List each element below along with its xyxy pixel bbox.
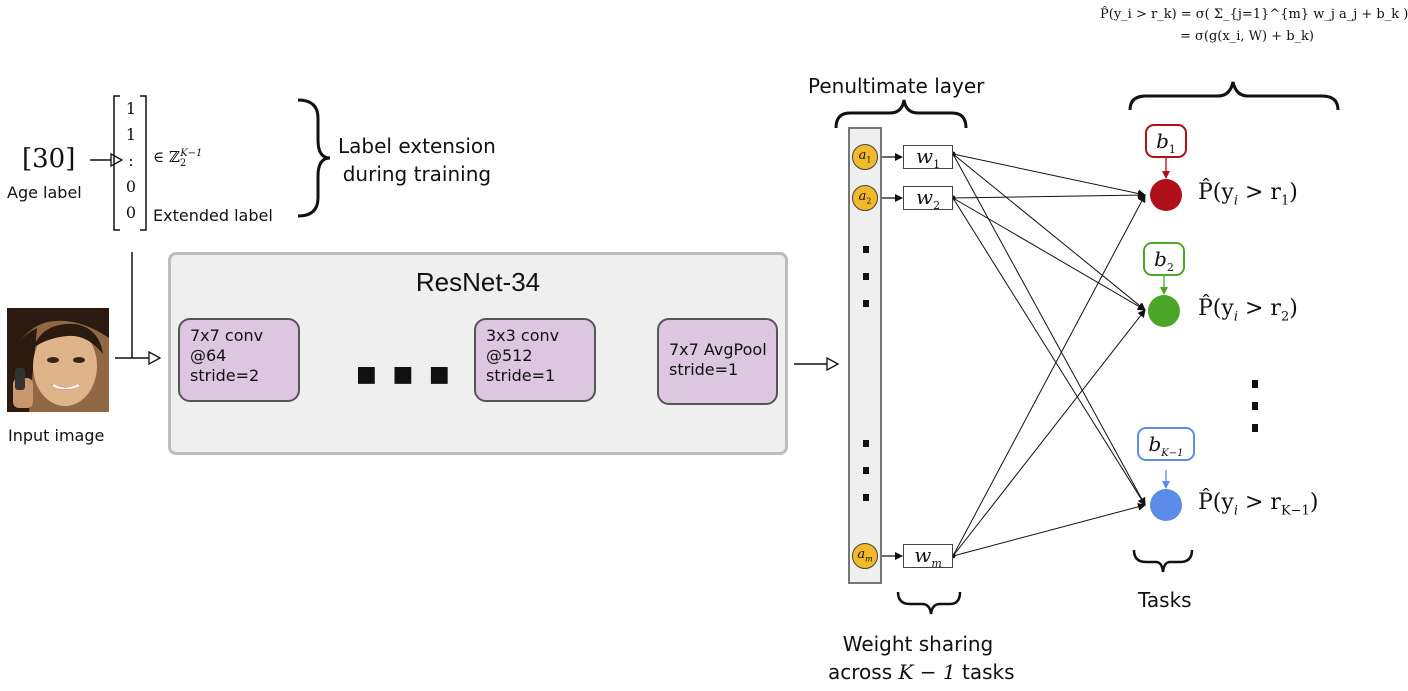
node-a2: a2 — [852, 185, 878, 211]
conv-block-3x3: 3x3 conv @512 stride=1 — [474, 318, 596, 402]
probability-formula: P̂(y_i > r_k) = σ( Σ_{j=1}^{m} w_j a_j +… — [1100, 7, 1408, 44]
ellipsis-dot — [863, 467, 869, 474]
extended-label-vector: 1 1 : 0 0 — [122, 96, 140, 226]
tasks-caption: Tasks — [1138, 588, 1192, 612]
task-ellipsis-dot — [1252, 380, 1258, 388]
bias-b1: b1 — [1145, 124, 1187, 158]
weight-connections — [952, 153, 1146, 557]
weight-wm: wm — [903, 544, 953, 570]
membership-notation: ∈ ℤ2K−1 — [153, 148, 203, 169]
task-ellipsis-dot — [1252, 402, 1258, 410]
output-node-K — [1150, 489, 1182, 521]
ellipsis-dot — [863, 494, 869, 501]
label-extension-text: Label extension during training — [338, 134, 496, 186]
resnet-title: ResNet-34 — [415, 267, 541, 297]
penultimate-title: Penultimate layer — [808, 74, 985, 98]
vector-entry: 1 — [125, 125, 137, 144]
ellipsis-dot — [863, 273, 869, 280]
weight-w1: w1 — [903, 145, 953, 171]
bias-bK: bK−1 — [1137, 427, 1195, 461]
vector-entry: 1 — [125, 99, 137, 118]
label-extension-brace — [297, 98, 331, 218]
penultimate-brace — [834, 99, 968, 129]
vector-entry: 0 — [125, 177, 137, 196]
matrix-right-bracket — [140, 95, 147, 231]
input-image-caption: Input image — [8, 426, 105, 445]
vector-entry: 0 — [125, 203, 137, 222]
output-node-1 — [1150, 179, 1182, 211]
tasks-brace — [1132, 549, 1194, 573]
layer-ellipsis: ■ ■ ■ — [356, 362, 454, 387]
ellipsis-dot — [863, 300, 869, 307]
conv-block-7x7: 7x7 conv @64 stride=2 — [178, 318, 300, 402]
extended-label-caption: Extended label — [153, 206, 273, 225]
output-node-2 — [1148, 295, 1180, 327]
weight-sharing-caption: Weight sharing across K − 1 tasks — [828, 632, 1015, 684]
output-prob-K: P̂(yi > rK−1) — [1198, 490, 1319, 519]
node-a1: a1 — [852, 144, 878, 170]
avgpool-block: 7x7 AvgPool stride=1 — [657, 318, 778, 405]
age-label-value: [30] — [22, 144, 76, 174]
output-prob-1: P̂(yi > r1) — [1198, 180, 1298, 209]
ellipsis-dot — [863, 246, 869, 253]
vector-entry: : — [128, 151, 134, 170]
formula-brace — [1128, 81, 1340, 111]
node-am: am — [852, 543, 878, 569]
weight-w2: w2 — [903, 186, 953, 212]
weight-sharing-brace — [896, 591, 962, 615]
matrix-left-bracket — [113, 95, 120, 231]
bias-b2: b2 — [1143, 242, 1185, 276]
ellipsis-dot — [863, 440, 869, 447]
task-ellipsis-dot — [1252, 424, 1258, 432]
output-prob-2: P̂(yi > r2) — [1198, 296, 1298, 325]
input-face-image — [7, 308, 109, 412]
age-label-caption: Age label — [7, 183, 82, 202]
